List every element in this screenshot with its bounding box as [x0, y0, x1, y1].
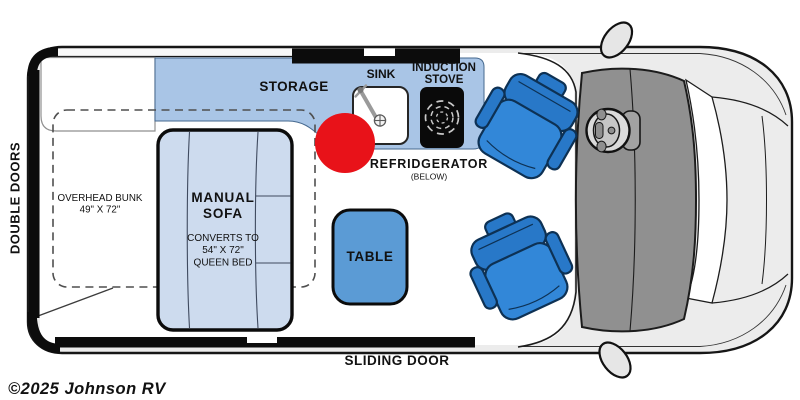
bunk-corner-line: [37, 287, 114, 317]
double-doors-label: DOUBLE DOORS: [8, 142, 23, 254]
watermark: ©2025 Johnson RV: [8, 380, 167, 398]
side-mirror-icon: [599, 21, 634, 59]
refrigerator-label: REFRIDGERATOR: [370, 157, 488, 171]
top-window-band: [56, 48, 292, 57]
hood-seam-lines: [520, 53, 789, 347]
sofa-label-2: SOFA: [203, 206, 243, 221]
refrigerator-sublabel: (BELOW): [411, 172, 448, 182]
sofa-sublabel-1: CONVERTS TO: [187, 233, 259, 244]
induction-stove: [420, 87, 464, 148]
passenger-seat: [469, 212, 574, 321]
storage-label: STORAGE: [259, 79, 328, 94]
front-cabinet: [40, 56, 156, 132]
bottom-wall-notch: [247, 337, 277, 343]
sofa-sublabel-2: 54" X 72": [202, 245, 244, 256]
sink-drain-icon: [373, 114, 387, 127]
location-marker-icon[interactable]: [315, 113, 375, 173]
manual-sofa: [156, 128, 294, 332]
walls: [27, 46, 475, 354]
sofa-sublabel-3: QUEEN BED: [194, 258, 253, 269]
steering-wheel-icon: [585, 107, 641, 154]
driver-seat: [474, 71, 579, 180]
dashboard: [575, 67, 698, 333]
sofa-label-1: MANUAL: [191, 190, 254, 205]
induction-stove-label-1: INDUCTION: [412, 62, 476, 74]
table: [331, 208, 409, 306]
sink-faucet-icon: [354, 84, 380, 123]
table-label: TABLE: [347, 249, 394, 264]
overhead-bunk-label-2: 49" X 72": [80, 205, 121, 216]
windshield: [685, 78, 728, 304]
sink-label: SINK: [367, 67, 396, 81]
sliding-door-label: SLIDING DOOR: [344, 353, 449, 368]
induction-burner-icon: [424, 100, 460, 135]
side-mirror-icon: [598, 341, 632, 379]
induction-stove-label-2: STOVE: [425, 74, 464, 86]
top-wall-notch: [364, 48, 395, 56]
overhead-bunk-label-1: OVERHEAD BUNK: [58, 193, 143, 204]
